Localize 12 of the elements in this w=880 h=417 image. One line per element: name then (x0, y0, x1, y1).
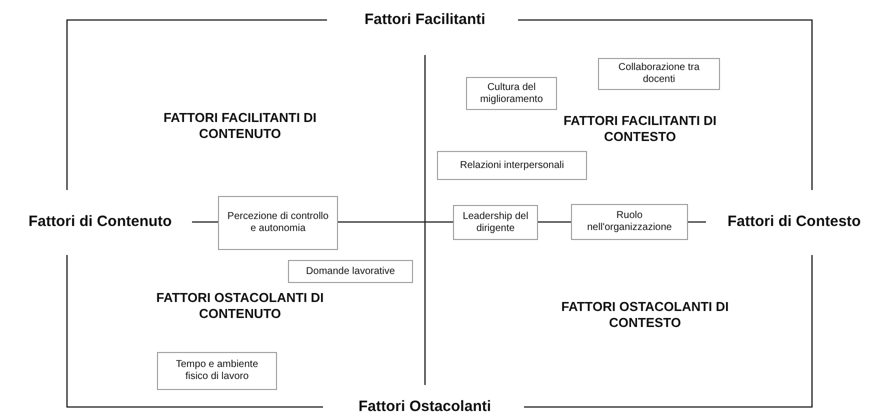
factor-box: Relazioni interpersonali (437, 151, 587, 180)
quadrant-heading: FATTORI OSTACOLANTI DI CONTENUTO (155, 290, 325, 322)
quadrant-heading: FATTORI OSTACOLANTI DI CONTESTO (560, 299, 730, 331)
factor-box: Percezione di controllo e autonomia (218, 196, 338, 250)
factor-box: Cultura del miglioramento (466, 77, 557, 110)
quadrant-heading: FATTORI FACILITANTI DI CONTESTO (562, 113, 718, 145)
factor-box: Collaborazione tra docenti (598, 58, 720, 90)
quadrant-heading: FATTORI FACILITANTI DI CONTENUTO (162, 110, 318, 142)
factor-box: Leadership del dirigente (453, 205, 538, 240)
factor-box: Ruolo nell'organizzazione (571, 204, 688, 240)
factor-box: Domande lavorative (288, 260, 413, 283)
factor-box: Tempo e ambiente fisico di lavoro (157, 352, 277, 390)
